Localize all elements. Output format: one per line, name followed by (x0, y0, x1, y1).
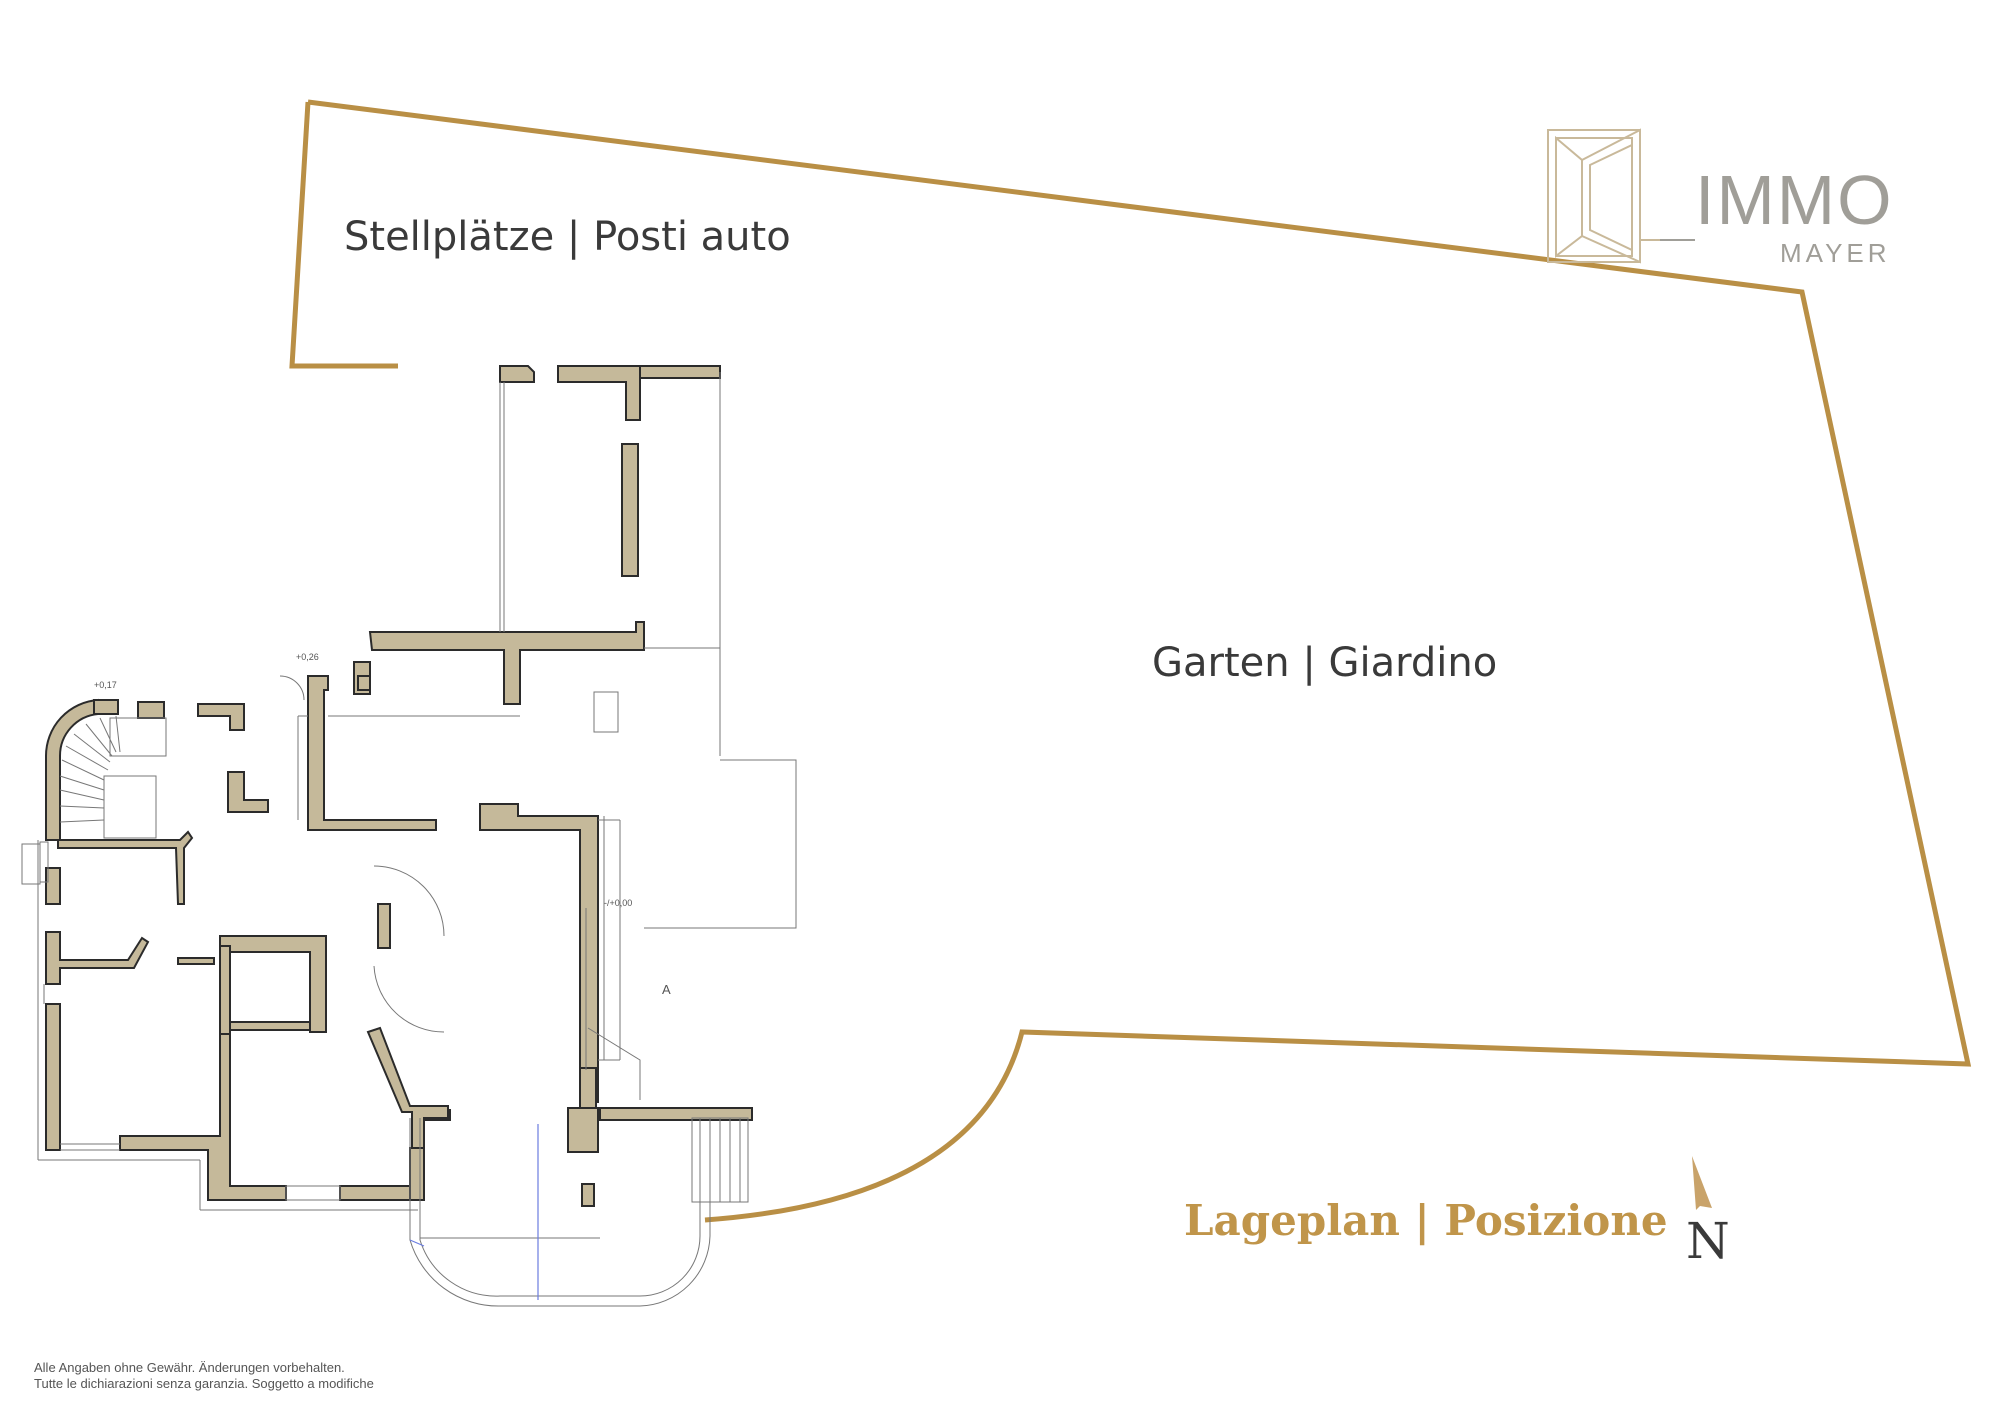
plan-title: Lageplan | Posizione (1184, 1196, 1668, 1245)
parking-area-label: Stellplätze | Posti auto (344, 214, 791, 260)
logo-mayer-text: MAYER (1780, 238, 1891, 268)
floor-plan-details (21, 372, 797, 1307)
logo-door-icon (1547, 128, 1690, 264)
section-marker: A (662, 982, 671, 997)
disclaimer: Alle Angaben ohne Gewähr. Änderungen vor… (34, 1360, 374, 1392)
disclaimer-line-it: Tutte le dichiarazioni senza garanzia. S… (34, 1376, 374, 1391)
level-marker-1: +0,17 (94, 680, 117, 690)
logo-immo-text: IMMO (1695, 161, 1894, 239)
level-marker-3: -/+0,00 (604, 898, 633, 908)
garden-area-label: Garten | Giardino (1152, 640, 1498, 686)
level-marker-2: +0,26 (296, 652, 319, 662)
north-label: N (1686, 1212, 1730, 1270)
north-arrow-icon (1692, 1156, 1712, 1210)
property-boundary (289, 99, 1972, 1223)
blue-dimension-lines (409, 1124, 539, 1300)
floor-plan-walls (44, 365, 753, 1207)
disclaimer-line-de: Alle Angaben ohne Gewähr. Änderungen vor… (34, 1360, 345, 1375)
